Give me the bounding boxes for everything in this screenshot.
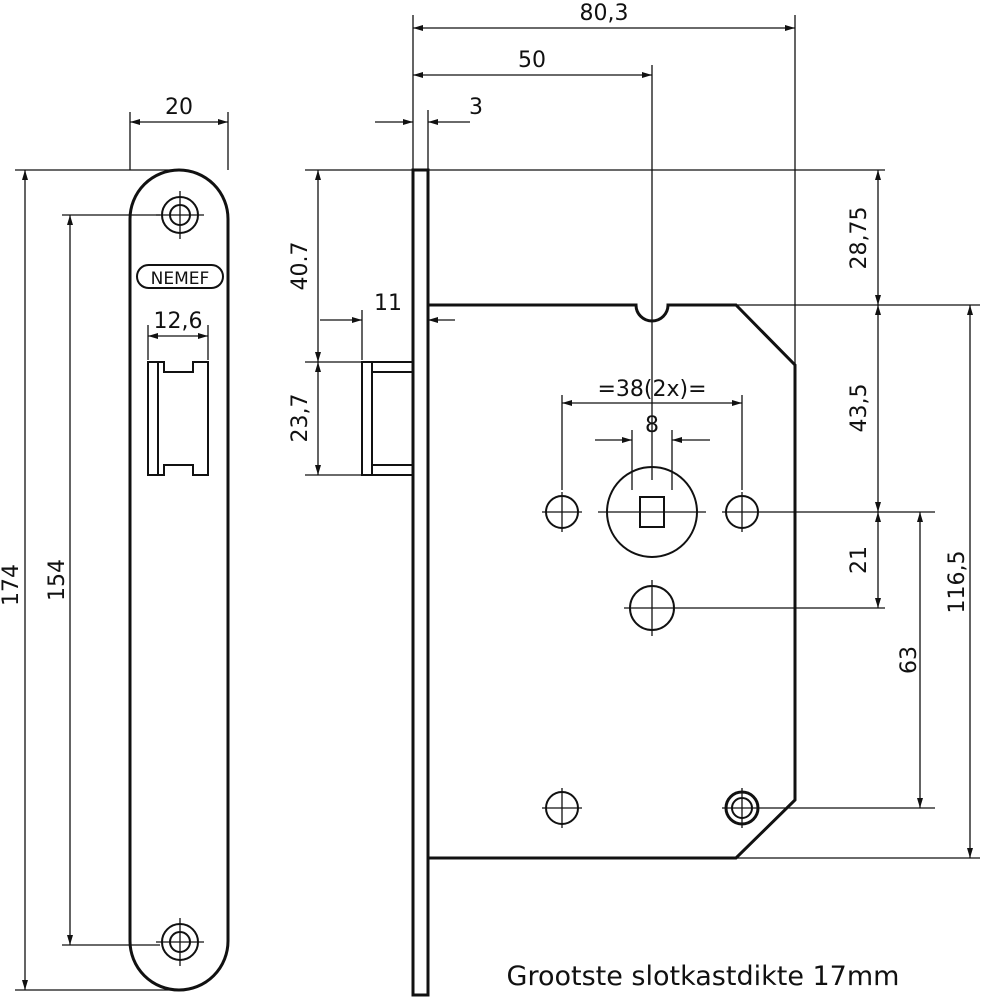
lock-side-view: 80,3 50 3 40.7 23,7 11 28,75 43,5 21 63 … [288, 1, 980, 997]
dim-latch-width: 12,6 [154, 309, 203, 334]
brand-logo: NEMEF [151, 269, 210, 289]
dim-latch-projection: 11 [374, 291, 402, 316]
cylinder-hole [624, 580, 885, 636]
dim-backset: 50 [518, 48, 546, 73]
dim-latch-height: 23,7 [288, 394, 313, 443]
dim-plate-thickness: 3 [469, 95, 483, 120]
dim-faceplate-width: 20 [165, 95, 193, 120]
dim-screw-spacing: 154 [45, 559, 70, 601]
dim-body-height: 116,5 [945, 551, 970, 614]
faceplate-outline [128, 168, 230, 992]
dim-screw-spacing-38: =38(2x)= [597, 377, 706, 402]
screw-hole-bottom-left [542, 788, 582, 828]
dim-total-height: 174 [0, 564, 24, 606]
latch-cutout [147, 361, 209, 476]
dim-square-size: 8 [645, 413, 659, 438]
dim-overall-depth: 80,3 [580, 1, 629, 26]
dim-follower-to-cylinder: 21 [847, 546, 872, 574]
faceplate-front-view: NEMEF 20 12,6 174 154 [0, 95, 230, 992]
forend-plate [411, 168, 430, 997]
screw-hole-bottom [156, 918, 204, 966]
screw-hole-right [722, 492, 935, 532]
dim-top-to-latch: 40.7 [288, 242, 313, 291]
follower [598, 466, 706, 558]
brand-logo-oval [136, 264, 224, 289]
latch-bolt [361, 361, 414, 476]
dim-body-to-follower: 43,5 [847, 384, 872, 433]
dim-top-to-body: 28,75 [847, 207, 872, 270]
screw-hole-top [156, 191, 204, 239]
screw-hole-left [542, 492, 582, 532]
dim-follower-to-bottom-screw: 63 [897, 646, 922, 674]
screw-hole-bottom-right [722, 788, 935, 828]
caption: Grootste slotkastdikte 17mm [507, 961, 900, 992]
